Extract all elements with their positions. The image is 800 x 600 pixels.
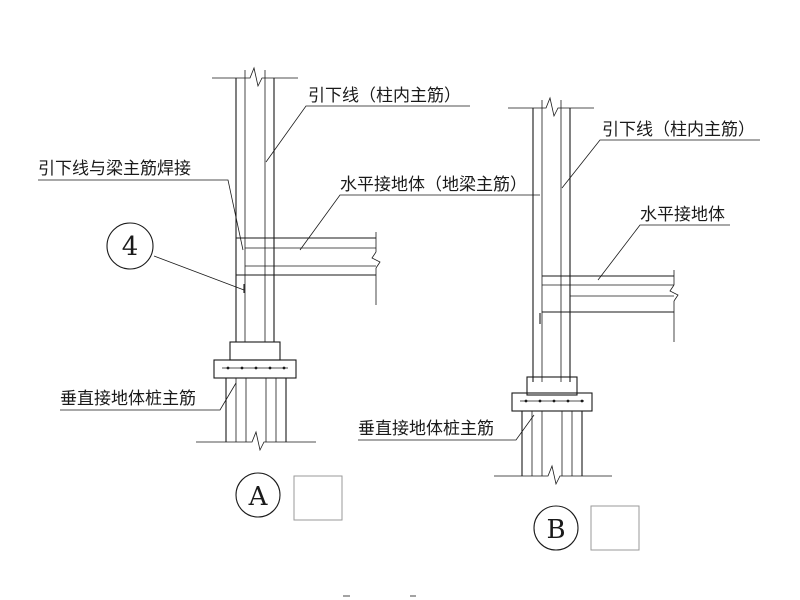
label-vertical-ground-a: 垂直接地体桩主筋 [60, 389, 196, 409]
pile-b [494, 411, 612, 486]
detail-b: 引下线（柱内主筋） 水平接地体 垂直接地体桩主筋 B [358, 96, 760, 551]
pile-cap-b [511, 376, 593, 412]
scale-box-a [293, 475, 343, 521]
callout-circle-4 [106, 222, 154, 270]
label-down-conductor-b: 引下线（柱内主筋） [602, 120, 755, 140]
label-horizontal-ground-b: 水平接地体 [640, 205, 725, 225]
ground-beam-b [542, 270, 679, 342]
section-mark-b: B [546, 515, 565, 545]
label-vertical-ground-b: 垂直接地体桩主筋 [358, 419, 494, 439]
section-mark-a: A [248, 482, 269, 512]
leaders-b [358, 139, 760, 441]
leaders-a [38, 105, 540, 411]
detail-a: 引下线（柱内主筋） 引下线与梁主筋焊接 水平接地体（地梁主筋） 垂直接地体桩主筋… [38, 66, 540, 521]
scale-box-b [590, 505, 640, 551]
label-weld-a: 引下线与梁主筋焊接 [38, 159, 191, 179]
pile-a [196, 378, 316, 452]
label-horizontal-ground-a: 水平接地体（地梁主筋） [340, 175, 527, 195]
column-a [212, 66, 298, 342]
label-down-conductor-a: 引下线（柱内主筋） [308, 86, 461, 106]
ground-beam-a [236, 232, 381, 305]
column-b [508, 96, 594, 382]
section-mark-circle-b [533, 505, 579, 551]
section-mark-circle-a [235, 472, 281, 518]
callout-number-4: 4 [122, 232, 139, 262]
pile-cap-a [213, 341, 297, 379]
